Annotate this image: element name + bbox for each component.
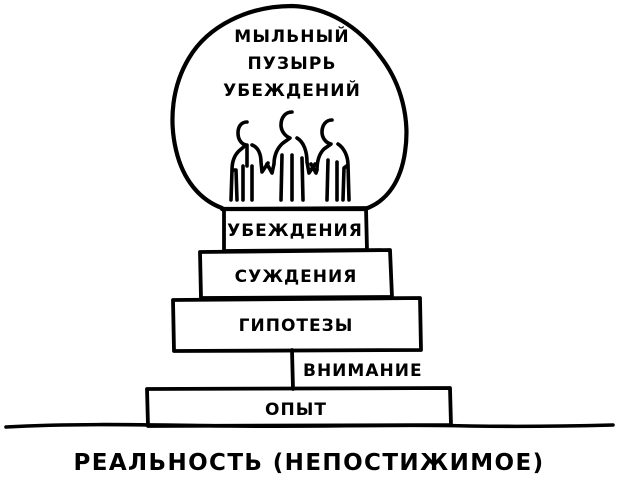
- belief-bubble-group: [170, 3, 409, 212]
- step-hypotheses-label: ГИПОТЕЗЫ: [239, 316, 354, 336]
- person-figure-center: [265, 110, 317, 202]
- step-hypotheses-box: [171, 296, 423, 353]
- step-attention-label: ВНИМАНИЕ: [303, 361, 423, 381]
- step-judgements-label: СУЖДЕНИЯ: [235, 267, 358, 287]
- step-beliefs-label: УБЕЖДЕНИЯ: [227, 221, 363, 241]
- bubble-outline: [170, 3, 409, 212]
- step-attention: ВНИМАНИЕ: [290, 348, 423, 391]
- bubble-title-block: МЫЛЬНЫЙ ПУЗЫРЬ УБЕЖДЕНИЙ: [223, 25, 361, 101]
- people-group: [229, 110, 351, 202]
- step-experience-label: ОПЫТ: [265, 400, 327, 420]
- step-attention-connector: [290, 348, 295, 391]
- ground-line: [4, 422, 615, 429]
- step-judgements: СУЖДЕНИЯ: [198, 248, 394, 300]
- reality-caption: РЕАЛЬНОСТЬ (НЕПОСТИЖИМОЕ): [73, 450, 544, 476]
- person-figure-right: [309, 118, 351, 202]
- bubble-title-line-2: ПУЗЫРЬ: [247, 54, 336, 74]
- bubble-title-line-3: УБЕЖДЕНИЙ: [223, 79, 361, 101]
- step-beliefs: УБЕЖДЕНИЯ: [222, 206, 369, 253]
- person-figure-left: [229, 120, 270, 202]
- bubble-title-line-1: МЫЛЬНЫЙ: [234, 25, 349, 47]
- step-hypotheses: ГИПОТЕЗЫ: [171, 296, 423, 353]
- step-experience: ОПЫТ: [145, 386, 453, 428]
